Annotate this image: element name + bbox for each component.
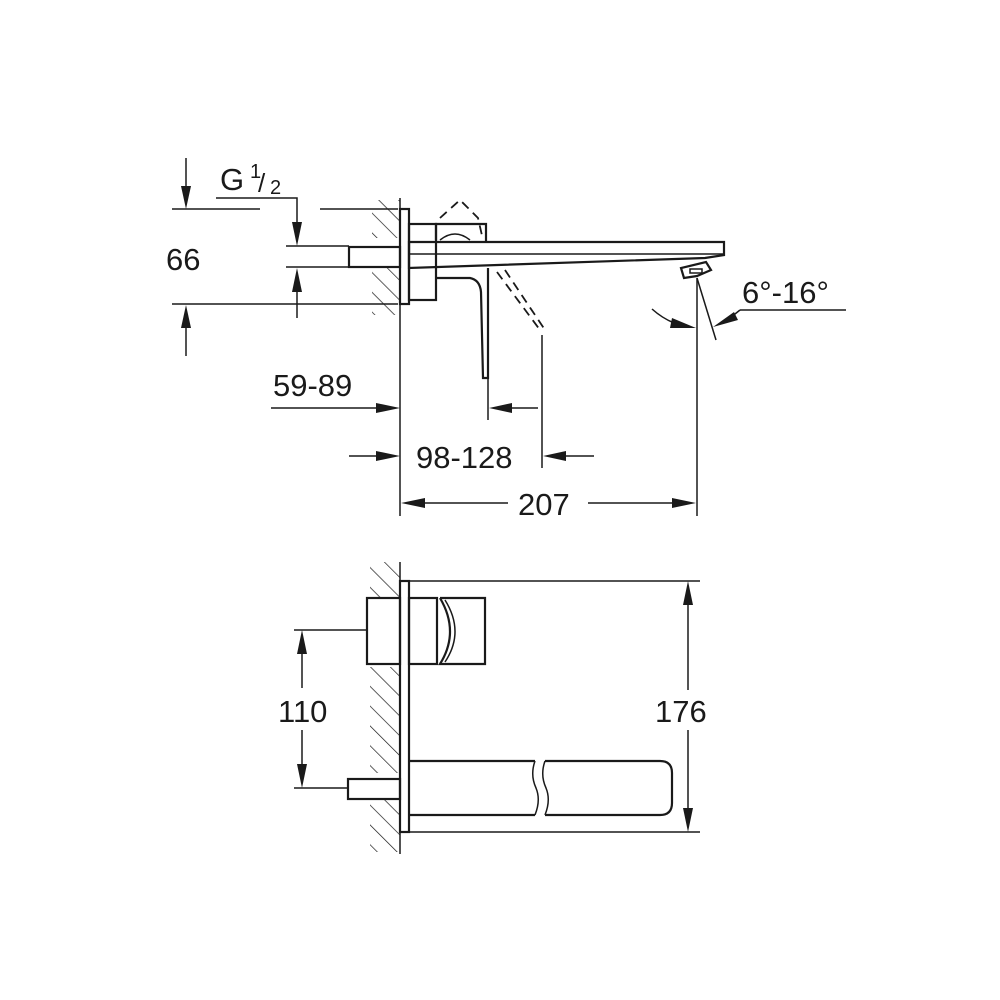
thread-size-label: G 1 / 2 <box>220 161 281 199</box>
handle-housing <box>434 222 488 241</box>
front-view: 110 176 <box>278 562 707 854</box>
wall-hatch-front <box>370 562 401 854</box>
dim-plate-height: 176 <box>655 694 707 729</box>
dim-center-distance: 110 <box>278 694 327 729</box>
handle-raised-dashed <box>439 198 484 241</box>
svg-text:G: G <box>220 162 244 197</box>
lever-rotated-dashed <box>496 271 541 331</box>
dim-spout-projection: 207 <box>518 487 570 522</box>
wall-plate-side <box>398 207 411 306</box>
spout <box>407 240 726 270</box>
inlet-stub-front <box>346 777 402 801</box>
wall-hatch-side <box>372 198 401 516</box>
dim-rosette-height: 66 <box>166 242 200 277</box>
svg-text:/: / <box>258 168 266 198</box>
handle-base <box>407 222 438 302</box>
lever-handle <box>436 268 490 380</box>
inlet-stub <box>347 245 402 269</box>
dim-handle-reach: 98-128 <box>416 440 513 475</box>
dim-wall-depth: 59-89 <box>273 368 352 403</box>
svg-text:2: 2 <box>270 177 281 199</box>
handle-block-right <box>407 596 439 666</box>
handle-lever-front <box>438 596 487 666</box>
svg-text:1: 1 <box>250 161 261 183</box>
wall-plate-front <box>398 579 411 834</box>
handle-block-left <box>365 596 402 666</box>
side-view: G 1 / 2 66 59-89 98-128 <box>166 158 846 522</box>
aerator <box>679 260 713 280</box>
dim-spout-angle: 6°-16° <box>742 275 829 310</box>
spout-front <box>409 759 674 817</box>
